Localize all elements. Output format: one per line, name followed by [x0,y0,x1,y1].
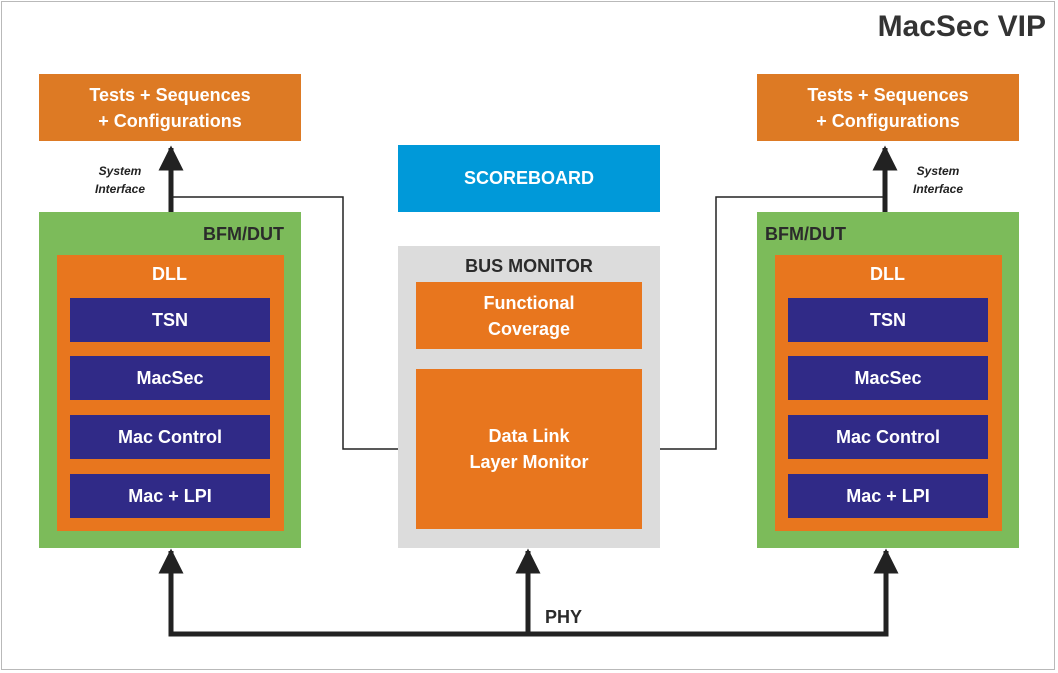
right-layer-tsn: TSN [788,298,988,342]
bus-monitor-label: BUS MONITOR [465,256,593,276]
right-system-interface-label: System Interface [912,164,964,196]
phy-label: PHY [545,607,583,627]
left-monitor-link [171,196,416,455]
right-monitor-link [641,196,885,455]
left-system-interface-label: System Interface [94,164,146,196]
right-layer-mac-lpi: Mac + LPI [788,474,988,518]
right-tests-box: Tests + Sequences + Configurations [757,74,1019,141]
left-dll-label: DLL [152,264,187,284]
functional-coverage-box: Functional Coverage [416,282,642,349]
data-link-layer-monitor-box: Data Link Layer Monitor [416,369,642,529]
right-layer-mac-control: Mac Control [788,415,988,459]
left-layer-tsn: TSN [70,298,270,342]
left-bfm-label: BFM/DUT [203,224,284,244]
right-dll-label: DLL [870,264,905,284]
scoreboard-box: SCOREBOARD [398,145,660,212]
left-layer-macsec: MacSec [70,356,270,400]
left-layer-mac-control: Mac Control [70,415,270,459]
right-layer-macsec: MacSec [788,356,988,400]
left-tests-box: Tests + Sequences + Configurations [39,74,301,141]
right-bfm-label: BFM/DUT [765,224,846,244]
left-layer-mac-lpi: Mac + LPI [70,474,270,518]
diagram-title: MacSec VIP [877,10,1046,43]
